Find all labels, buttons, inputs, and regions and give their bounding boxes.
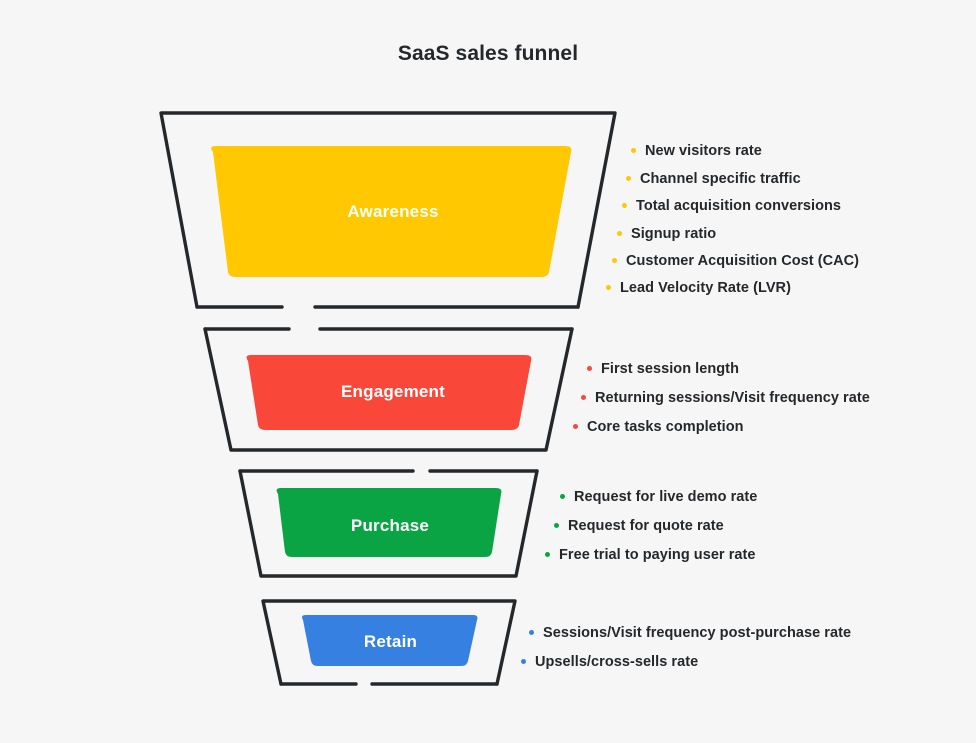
metric-item[interactable]: Channel specific traffic (626, 172, 801, 187)
purchase-fill (276, 488, 502, 557)
page-title: SaaS sales funnel (397, 42, 579, 65)
bullet-dot-icon (587, 365, 592, 371)
bullet-dot-icon (631, 147, 636, 153)
metric-item[interactable]: Core tasks completion (573, 420, 744, 435)
bullet-dot-icon (606, 284, 611, 290)
metric-item[interactable]: Customer Acquisition Cost (CAC) (612, 254, 859, 269)
metric-item[interactable]: Lead Velocity Rate (LVR) (606, 281, 791, 296)
bullet-dot-icon (560, 493, 565, 499)
metric-item[interactable]: Request for quote rate (554, 519, 724, 534)
retain-outline-main (261, 599, 517, 686)
funnel-stage-awareness[interactable] (159, 111, 617, 309)
metric-item[interactable]: First session length (587, 362, 739, 377)
metric-item[interactable]: Signup ratio (617, 227, 716, 242)
funnel-stage-purchase[interactable] (238, 469, 539, 578)
metric-item[interactable]: Free trial to paying user rate (545, 548, 756, 563)
bullet-dot-icon (573, 423, 578, 429)
bullet-dot-icon (622, 202, 627, 208)
bullet-dot-icon (545, 551, 550, 557)
bullet-dot-icon (612, 257, 617, 263)
engagement-fill (246, 355, 532, 430)
purchase-outline-main (238, 469, 539, 578)
bullet-dot-icon (581, 394, 586, 400)
metric-item[interactable]: Total acquisition conversions (622, 199, 841, 214)
engagement-outline-main (203, 327, 574, 452)
bullet-dot-icon (521, 658, 526, 664)
metric-item[interactable]: Sessions/Visit frequency post-purchase r… (529, 626, 851, 641)
funnel-stage-engagement[interactable] (203, 327, 574, 452)
retain-fill (302, 615, 478, 666)
awareness-outline-main (159, 111, 617, 309)
funnel-stage-retain[interactable] (261, 599, 517, 686)
awareness-fill (211, 146, 572, 277)
metric-item[interactable]: Request for live demo rate (560, 490, 757, 505)
metric-item[interactable]: New visitors rate (631, 144, 762, 159)
bullet-dot-icon (626, 175, 631, 181)
bullet-dot-icon (529, 629, 534, 635)
bullet-dot-icon (617, 230, 622, 236)
metric-item[interactable]: Returning sessions/Visit frequency rate (581, 391, 870, 406)
bullet-dot-icon (554, 522, 559, 528)
metric-item[interactable]: Upsells/cross-sells rate (521, 655, 698, 670)
